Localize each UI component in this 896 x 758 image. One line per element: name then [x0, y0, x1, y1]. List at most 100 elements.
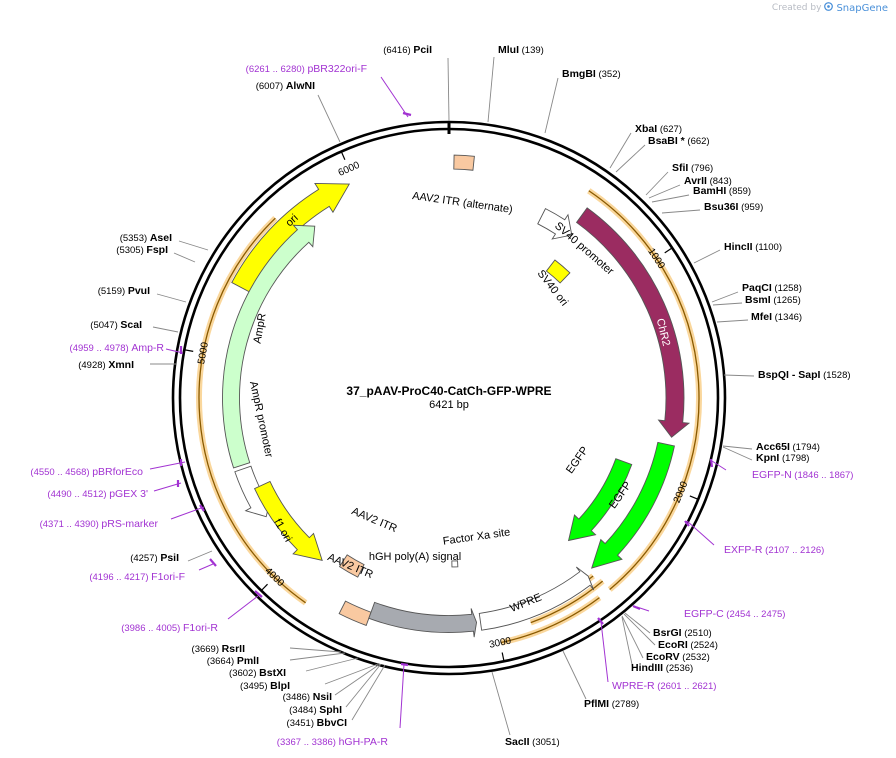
site-line-bsu36i	[661, 209, 701, 214]
site-name: BamHI	[693, 185, 726, 197]
site-position: (3669)	[192, 644, 222, 655]
site-hincii[interactable]: HincII (1100)	[724, 241, 782, 253]
primer-range: (4371 .. 4390)	[40, 519, 102, 530]
site-line-hindiii	[621, 616, 634, 670]
primer-mark-hgh-pa-r	[400, 662, 409, 667]
feature-egfp[interactable]	[567, 458, 633, 542]
site-psii[interactable]: (4257) PsiI	[130, 552, 179, 564]
primer-amp-r[interactable]: (4959 .. 4978) Amp-R	[70, 342, 165, 354]
primer-f1ori-f[interactable]: (4196 .. 4217) F1ori-F	[89, 571, 185, 583]
site-kpni[interactable]: KpnI (1798)	[756, 452, 809, 464]
primer-name: Amp-R	[131, 342, 164, 354]
site-line-mlui	[487, 56, 495, 123]
feature-aav2-itr[interactable]	[338, 554, 365, 578]
site-bstxi[interactable]: (3602) BstXI	[229, 667, 286, 679]
site-position: (1794)	[790, 442, 820, 453]
feature-label-hgh-poly-a-signal: hGH poly(A) signal	[369, 551, 461, 563]
feature-f1-ori[interactable]	[254, 480, 323, 561]
feature-aav2-itr-alternate[interactable]	[453, 154, 475, 171]
primer-egfp-c[interactable]: EGFP-C (2454 .. 2475)	[684, 608, 785, 620]
site-line-scai	[152, 326, 179, 333]
highlight-outer-left-line	[198, 217, 306, 604]
site-bsrgi[interactable]: BsrGI (2510)	[653, 627, 712, 639]
site-name: BstXI	[259, 667, 286, 679]
site-position: (3051)	[530, 737, 560, 748]
site-mlui[interactable]: MluI (139)	[498, 44, 544, 56]
site-paqci[interactable]: PaqCI (1258)	[742, 282, 802, 294]
primer-f1ori-r[interactable]: (3986 .. 4005) F1ori-R	[121, 622, 218, 634]
feature-aav2-itr[interactable]	[338, 600, 372, 626]
primer-pbrforeco[interactable]: (4550 .. 4568) pBRforEco	[30, 466, 143, 478]
site-position: (1346)	[772, 312, 802, 323]
feature-hgh-poly-a-signal[interactable]	[368, 601, 478, 638]
site-bbvci[interactable]: (3451) BbvCI	[287, 717, 348, 729]
site-name: PaqCI	[742, 282, 772, 294]
site-bsu36i[interactable]: Bsu36I (959)	[704, 201, 763, 213]
site-position: (796)	[688, 163, 713, 174]
site-acc65i[interactable]: Acc65I (1794)	[756, 441, 820, 453]
primer-wpre-r[interactable]: WPRE-R (2601 .. 2621)	[612, 680, 716, 692]
site-mfei[interactable]: MfeI (1346)	[751, 311, 802, 323]
site-pvui[interactable]: (5159) PvuI	[98, 285, 150, 297]
site-position: (5159)	[98, 286, 128, 297]
site-name: MfeI	[751, 311, 772, 323]
feature-chr2[interactable]	[575, 207, 691, 438]
site-avrii[interactable]: AvrII (843)	[684, 175, 732, 187]
site-bamhi[interactable]: BamHI (859)	[693, 185, 751, 197]
primer-name: F1ori-R	[183, 622, 218, 634]
primer-pgex-3[interactable]: (4490 .. 4512) pGEX 3'	[47, 488, 148, 500]
site-pcii[interactable]: (6416) PciI	[383, 44, 432, 56]
site-bspqi-sapi[interactable]: BspQI - SapI (1528)	[758, 369, 851, 381]
feature-ampr[interactable]	[222, 224, 316, 469]
site-line-bstxi	[305, 657, 359, 672]
primer-line-prs-marker	[170, 506, 205, 520]
site-ecorv[interactable]: EcoRV (2532)	[646, 651, 710, 663]
site-hindiii[interactable]: HindIII (2536)	[631, 662, 693, 674]
feature-factor-xa-site[interactable]	[451, 560, 459, 568]
site-bmgbi[interactable]: BmgBI (352)	[562, 68, 621, 80]
site-sphi[interactable]: (3484) SphI	[289, 704, 342, 716]
feature-egfp[interactable]	[591, 441, 675, 569]
primer-line-amp-r	[165, 348, 184, 354]
site-name: SfiI	[672, 162, 688, 174]
primer-hgh-pa-r[interactable]: (3367 .. 3386) hGH-PA-R	[277, 736, 389, 748]
primer-pbr322ori-f[interactable]: (6261 .. 6280) pBR322ori-F	[246, 63, 367, 75]
site-fspi[interactable]: (5305) FspI	[116, 244, 168, 256]
site-nsii[interactable]: (3486) NsiI	[283, 691, 332, 703]
site-position: (5047)	[90, 320, 120, 331]
primer-prs-marker[interactable]: (4371 .. 4390) pRS-marker	[40, 518, 159, 530]
site-asei[interactable]: (5353) AseI	[120, 232, 172, 244]
site-alwni[interactable]: (6007) AlwNI	[256, 80, 315, 92]
feature-label-factor-xa-site: Factor Xa site	[442, 526, 511, 547]
site-sfii[interactable]: SfiI (796)	[672, 162, 713, 174]
site-blpi[interactable]: (3495) BlpI	[240, 680, 290, 692]
site-bsmi[interactable]: BsmI (1265)	[745, 294, 801, 306]
site-scai[interactable]: (5047) ScaI	[90, 319, 142, 331]
primer-exfp-r[interactable]: EXFP-R (2107 .. 2126)	[724, 544, 824, 556]
feature-sv40-ori[interactable]	[545, 259, 571, 284]
site-position: (2524)	[688, 640, 718, 651]
site-position: (3664)	[207, 656, 237, 667]
sites-layer: (6416) PciI MluI (139) BmgBI (352) XbaI (62…	[78, 44, 850, 748]
tick-mark	[340, 151, 346, 160]
site-pmli[interactable]: (3664) PmlI	[207, 655, 259, 667]
site-position: (3484)	[289, 705, 319, 716]
tick-label: 3000	[488, 635, 512, 650]
primer-egfp-n[interactable]: EGFP-N (1846 .. 1867)	[752, 469, 853, 481]
site-position: (352)	[596, 69, 621, 80]
tick-label: 2000	[672, 480, 691, 505]
site-line-ecori	[623, 613, 656, 646]
site-rsrii[interactable]: (3669) RsrII	[192, 643, 246, 655]
primer-mark-pbr322ori-f	[402, 111, 412, 117]
site-bsabi[interactable]: BsaBI * (662)	[648, 135, 710, 147]
primer-range: (4196 .. 4217)	[89, 572, 151, 583]
feature-wpre[interactable]	[478, 566, 595, 631]
site-pflmi[interactable]: PflMI (2789)	[584, 698, 639, 710]
site-ecori[interactable]: EcoRI (2524)	[658, 639, 718, 651]
feature-sv40-promoter[interactable]	[537, 208, 573, 240]
site-xbai[interactable]: XbaI (627)	[635, 123, 682, 135]
site-name: BlpI	[270, 680, 290, 692]
site-sacii[interactable]: SacII (3051)	[505, 736, 560, 748]
site-xmni[interactable]: (4928) XmnI	[78, 359, 134, 371]
tick-mark	[689, 495, 699, 500]
